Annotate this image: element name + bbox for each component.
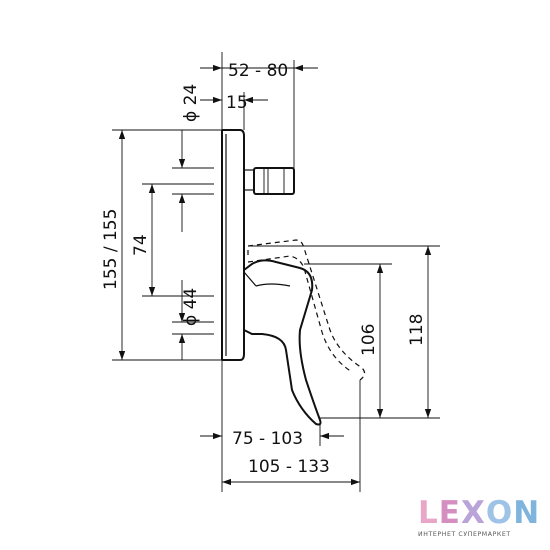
logo-letter: O (485, 495, 514, 531)
logo-letter: N (513, 495, 541, 531)
dim-74: 74 (131, 234, 151, 256)
dim-105-133: 105 - 133 (248, 457, 330, 477)
handle-lever (243, 259, 322, 426)
dim-75-103: 75 - 103 (232, 429, 303, 449)
dim-15: 15 (226, 93, 248, 113)
logo-letter: X (460, 495, 486, 531)
logo-letter: L (418, 495, 439, 531)
wall-plate (221, 129, 245, 361)
dimension-lines (118, 64, 432, 486)
logo-wordmark: LEXON (418, 498, 546, 529)
dim-118: 118 (407, 314, 427, 346)
logo-tagline: ИНТЕРНЕТ СУПЕРМАРКЕТ (418, 531, 511, 538)
dim-phi-24: ϕ 24 (181, 84, 201, 122)
dim-155: 155 / 155 (101, 209, 121, 290)
dim-52-80: 52 - 80 (228, 61, 288, 81)
dim-phi-44: ϕ 44 (181, 288, 201, 326)
extension-lines (112, 52, 440, 492)
diverter-knob (243, 167, 295, 195)
spout-outline (247, 239, 366, 381)
logo-letter: E (438, 495, 461, 531)
lexon-logo: LEXON ИНТЕРНЕТ СУПЕРМАРКЕТ (418, 498, 546, 544)
dim-106: 106 (359, 324, 379, 356)
